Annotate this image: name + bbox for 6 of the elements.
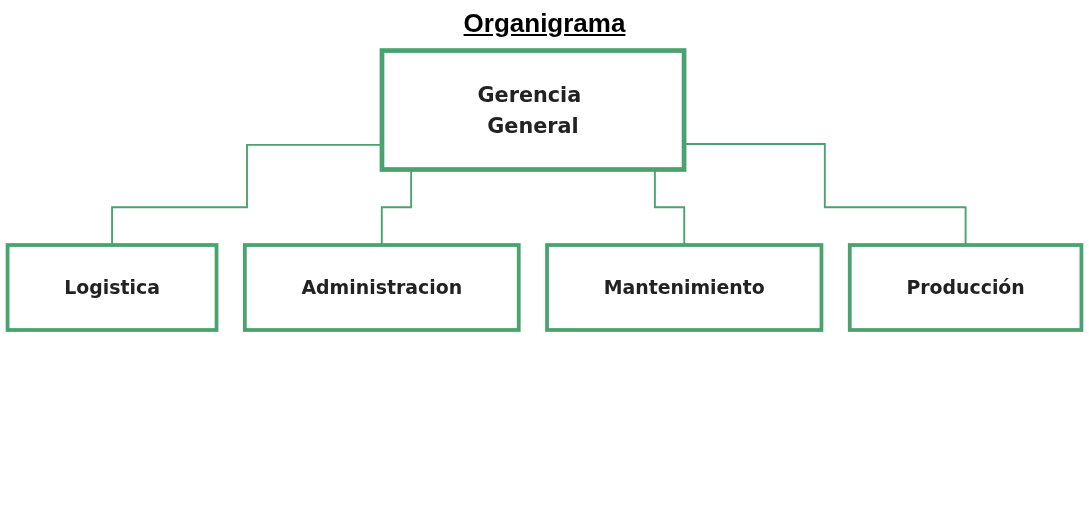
diagram-title: Organigrama bbox=[462, 8, 627, 39]
node-box: Mantenimiento bbox=[545, 243, 824, 332]
node-box: Administracion bbox=[242, 243, 521, 332]
node-box: Logistica bbox=[5, 243, 219, 332]
node-box: Gerencia General bbox=[379, 48, 687, 172]
node-box: Producción bbox=[847, 243, 1084, 332]
